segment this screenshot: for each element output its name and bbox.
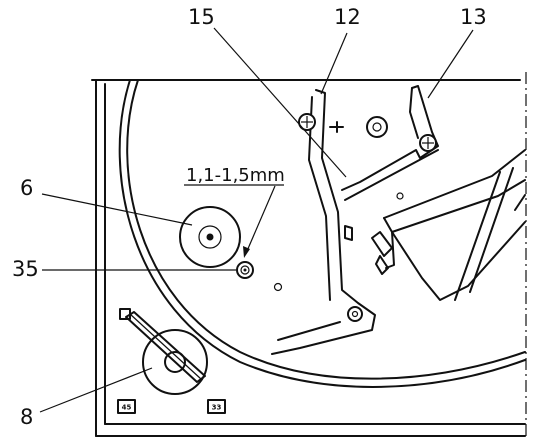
linkage-plate [271, 89, 376, 355]
speed-badge-45: 45 [117, 399, 136, 414]
mounting-hole [396, 192, 404, 200]
leader-lines [39, 27, 474, 413]
speed-selector-knob [119, 308, 208, 395]
leader-13 [427, 29, 474, 99]
platter-edge [118, 79, 526, 388]
speed-badge-33: 33 [207, 399, 226, 414]
svg-text:45: 45 [122, 404, 132, 412]
motor-pulley [236, 261, 254, 279]
leader-6 [41, 193, 193, 226]
leader-15 [213, 27, 347, 178]
mounting-hole [273, 282, 283, 292]
svg-text:33: 33 [212, 404, 222, 412]
dimension-label: 1,1-1,5mm [186, 165, 285, 186]
tonearm-headshell [371, 149, 526, 301]
idler-wheel [179, 206, 241, 268]
callout-12: 12 [334, 5, 361, 29]
callout-6: 6 [20, 176, 33, 200]
plinth-frame [91, 72, 527, 440]
leader-8 [39, 367, 153, 413]
callout-8: 8 [20, 405, 33, 429]
leader-12 [320, 32, 348, 95]
callout-35: 35 [12, 257, 39, 281]
cueing-lever [341, 85, 439, 201]
callout-13: 13 [460, 5, 487, 29]
arm-rest-knob [366, 116, 388, 138]
callout-15: 15 [188, 5, 215, 29]
gap-dimension: 1,1-1,5mm [184, 165, 285, 258]
